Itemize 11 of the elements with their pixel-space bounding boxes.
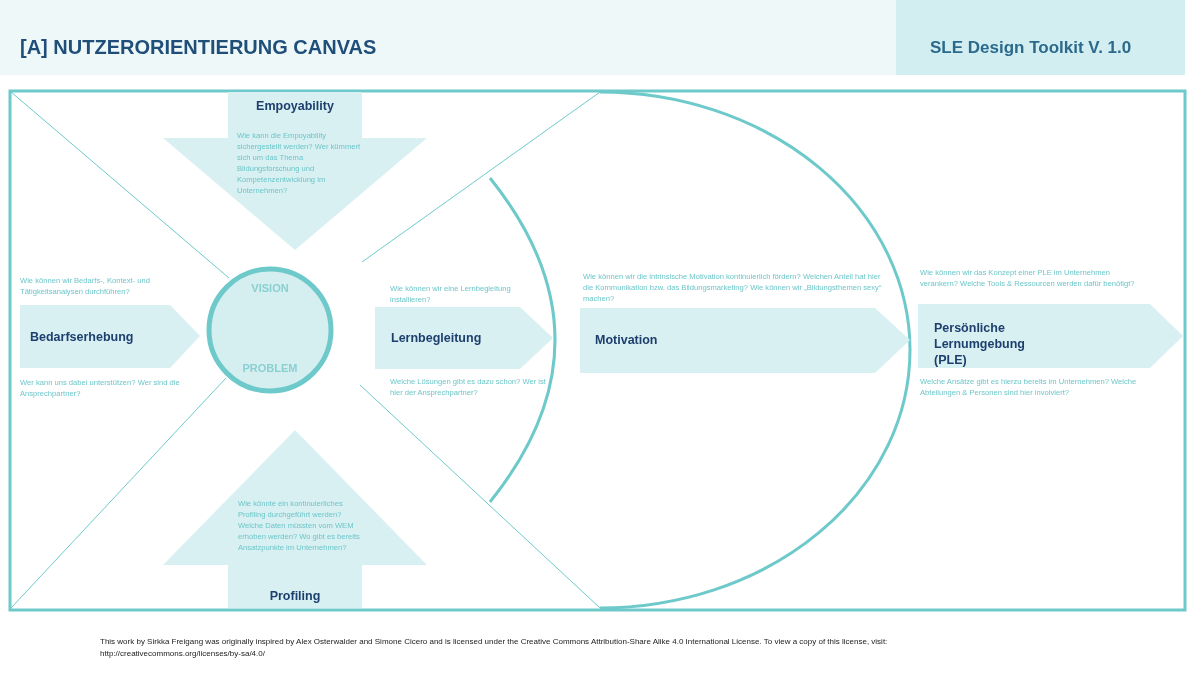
license-text: This work by Sirkka Freigang was originally inspired by Alex Osterwalder and Simone Cicero and is licensed under the Creative Commons Attribution-Share Alike 4.0 International License. To view a copy of this license, visit: http://creativecommons.org/licenses/by-sa/4.0/ <box>100 636 889 660</box>
section-heading: Bedarfserhebung <box>30 329 135 345</box>
section-heading: Profiling <box>268 588 322 604</box>
toolkit-title: SLE Design Toolkit V. 1.0 <box>930 38 1132 58</box>
page-title: [A] NUTZERORIENTIERUNG CANVAS <box>20 36 377 59</box>
circle-label: PROBLEM <box>241 362 299 374</box>
section-heading: Motivation <box>595 332 659 348</box>
section-heading: Lernbegleitung <box>391 330 483 346</box>
section-heading: Empoyability <box>255 98 335 114</box>
circle-label: VISION <box>250 282 290 294</box>
section-heading: Persönliche Lernumgebung (PLE) <box>934 320 1026 368</box>
